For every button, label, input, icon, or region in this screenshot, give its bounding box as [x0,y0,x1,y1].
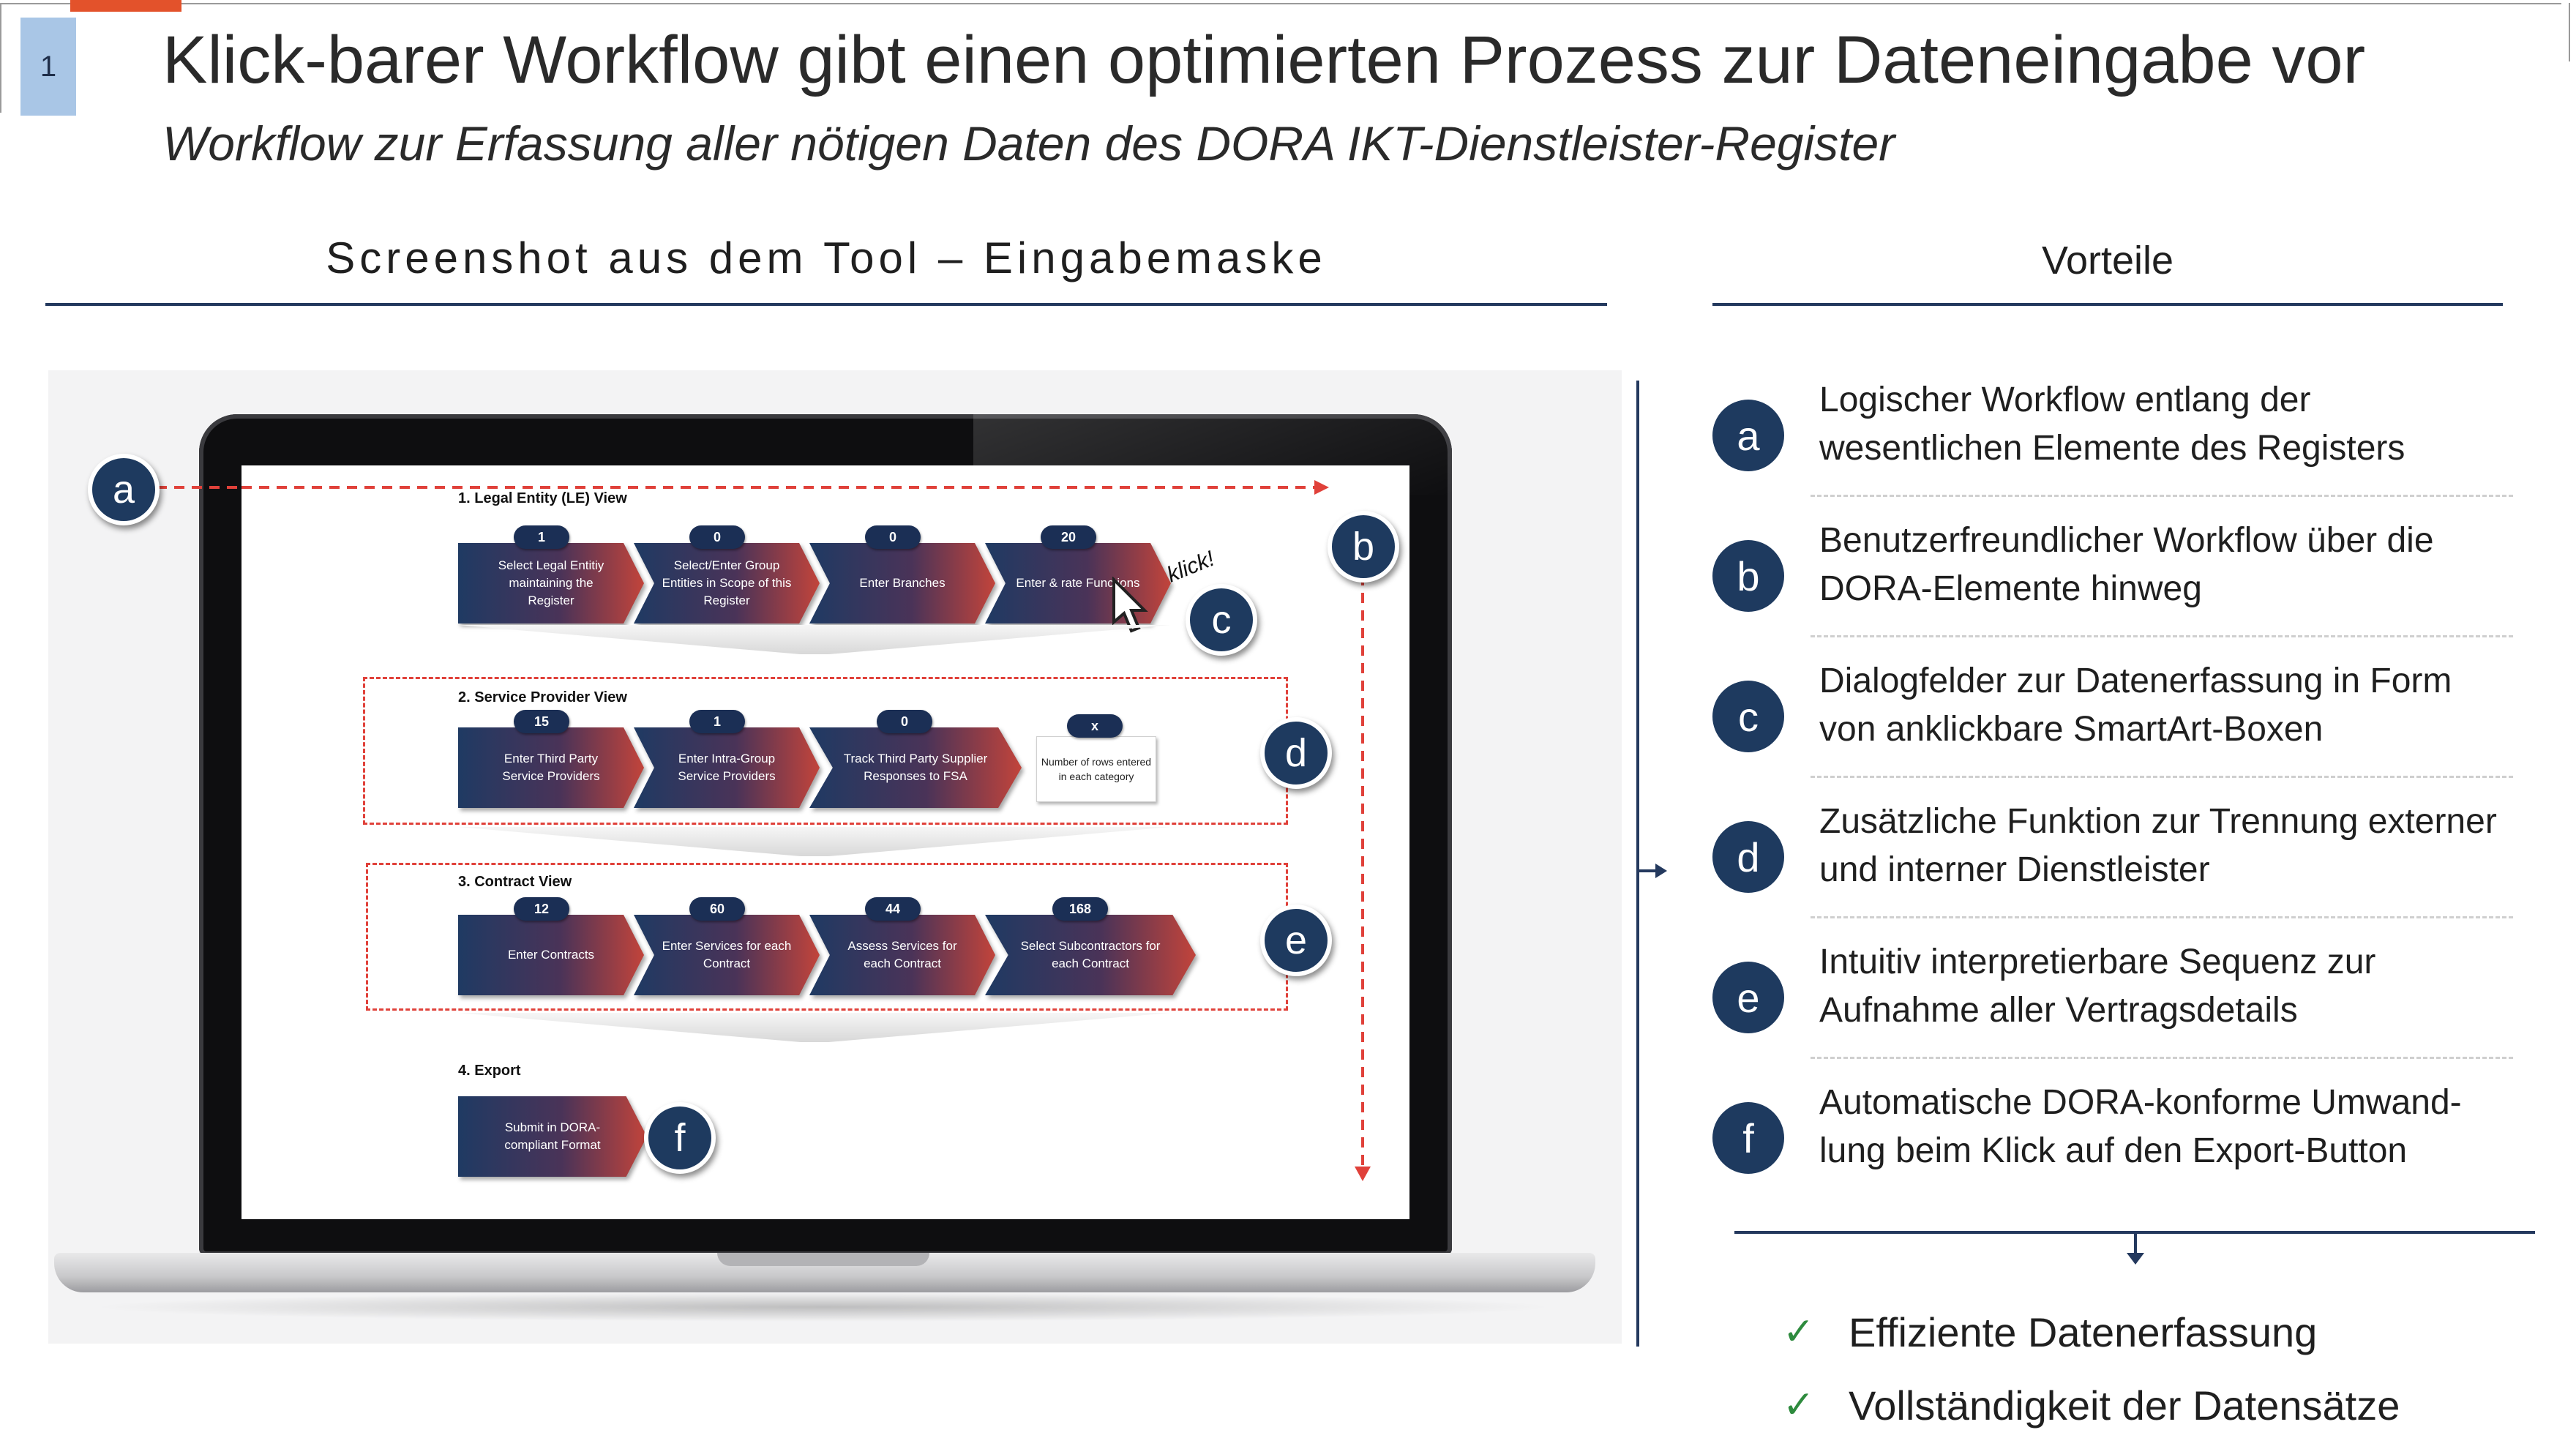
advantage-item-e: e Intuitiv interpretierbare Sequenz zur … [1712,928,2513,1068]
advantage-item-b: b Benutzerfreundlicher Workflow über die… [1712,506,2513,647]
count-badge: 168 [1052,897,1108,921]
tool-screen: 1. Legal Entity (LE) View Select Legal E… [242,465,1409,1219]
step-label: Enter & rate Functions [1016,576,1140,590]
marker-c: c [1186,584,1257,656]
advantage-text: Dialogfelder zur Datenerfassung in Form … [1819,662,2452,749]
count-badge: 44 [865,897,921,921]
accent-tab [70,0,181,12]
right-column-heading: Vorteile [2041,239,2174,282]
section-label-le-view: 1. Legal Entity (LE) View [458,490,627,506]
marker-a: a [88,454,160,525]
advantage-item-a: a Logischer Workflow entlang der wesentl… [1712,366,2513,506]
marker-b: b [1328,511,1399,583]
advantage-separator [1811,1057,2513,1059]
marker-e: e [1260,905,1332,976]
count-badge: 1 [514,525,569,549]
step-select-subcontractors[interactable]: Select Subcontractors for each Contract [985,915,1196,995]
down-arrow-icon [2127,1253,2144,1265]
count-badge: 1 [689,710,745,733]
laptop-notch [717,1253,929,1266]
section-label-contract-view: 3. Contract View [458,874,572,890]
slide-title: Klick-barer Workflow gibt einen optimier… [162,23,2366,97]
divider-arrow-stem [1638,869,1657,872]
count-badge: 0 [689,525,745,549]
step-label: Assess Services for each Contract [847,939,957,970]
right-heading-rule [1712,303,2503,306]
step-select-legal-entity[interactable]: Select Legal Entitiy maintaining the Reg… [458,543,644,624]
count-badge: 0 [865,525,921,549]
advantage-separator [1811,916,2513,918]
advantage-separator [1811,635,2513,637]
section-label-service-provider-view: 2. Service Provider View [458,689,627,705]
legend-badge: x [1067,714,1123,738]
advantage-marker: a [1712,400,1784,471]
step-label: Enter Services for each Contract [662,939,792,970]
benefit-text: Effiziente Datenerfassung [1849,1308,2318,1355]
page-number: 1 [20,18,76,116]
step-enter-third-party-providers[interactable]: Enter Third Party Service Providers [458,727,644,808]
flow-arrow-start [157,486,243,489]
laptop-shadow [88,1292,1559,1322]
advantage-item-c: c Dialogfelder zur Datenerfassung in For… [1712,647,2513,787]
advantage-text: Automatische DORA-konforme Umwand-lung b… [1819,1083,2462,1170]
advantage-text: Intuitiv interpretierbare Sequenz zur Au… [1819,943,2376,1030]
slide-right-border [2569,3,2570,61]
step-label: Track Third Party Supplier Responses to … [843,752,988,783]
step-track-supplier-responses[interactable]: Track Third Party Supplier Responses to … [809,727,1022,808]
count-badge: 20 [1041,525,1096,549]
advantage-text: Logischer Workflow entlang der wesentlic… [1819,381,2405,468]
step-enter-services[interactable]: Enter Services for each Contract [634,915,820,995]
mouse-cursor-icon [1112,577,1148,633]
step-label: Enter Contracts [507,948,595,962]
advantage-text: Benutzerfreundlicher Workflow über die D… [1819,521,2434,608]
benefit-item: ✓ Vollständigkeit der Datensätze [1783,1376,2400,1434]
summary-arrow-stem [2134,1234,2137,1256]
marker-d: d [1260,717,1332,789]
slide-top-border [0,0,2576,12]
step-label: Select Legal Entitiy maintaining the Reg… [498,558,604,607]
advantage-text: Zusätzliche Funktion zur Trennung extern… [1819,802,2497,889]
count-badge: 0 [877,710,932,733]
count-badge: 60 [689,897,745,921]
advantage-marker: e [1712,962,1784,1033]
advantage-marker: d [1712,821,1784,893]
export-button[interactable]: Submit in DORA-compliant Format [458,1096,647,1177]
marker-f: f [644,1102,716,1174]
step-enter-branches[interactable]: Enter Branches [809,543,995,624]
advantage-separator [1811,495,2513,497]
advantage-item-f: f Automatische DORA-konforme Umwand-lung… [1712,1068,2503,1209]
benefit-text: Vollständigkeit der Datensätze [1849,1382,2400,1429]
advantage-marker: f [1712,1102,1784,1174]
step-label: Enter Branches [859,576,946,590]
slide-subtitle: Workflow zur Erfassung aller nötigen Dat… [162,116,1895,171]
step-label: Select/Enter Group Entities in Scope of … [662,558,792,607]
step-enter-intra-group-providers[interactable]: Enter Intra-Group Service Providers [634,727,820,808]
benefit-item: ✓ Effiziente Datenerfassung [1783,1303,2317,1361]
left-column-heading: Screenshot aus dem Tool – Eingabemaske [326,233,1327,282]
step-enter-contracts[interactable]: Enter Contracts [458,915,644,995]
count-badge: 15 [514,710,569,733]
advantage-separator [1811,776,2513,778]
step-label: Submit in DORA-compliant Format [504,1120,601,1152]
section-label-export: 4. Export [458,1063,521,1079]
step-label: Enter Third Party Service Providers [502,752,600,783]
slide-left-border [0,3,1,113]
advantage-marker: c [1712,681,1784,752]
checkmark-icon: ✓ [1783,1310,1815,1354]
column-divider [1636,381,1639,1347]
advantage-item-d: d Zusätzliche Funktion zur Trennung exte… [1712,787,2513,928]
divider-arrow-icon [1655,864,1667,878]
summary-rule [1734,1231,2535,1234]
count-badge: 12 [514,897,569,921]
flow-arrows [242,480,1371,1181]
step-label: Select Subcontractors for each Contract [1020,939,1161,970]
left-heading-rule [45,303,1607,306]
step-label: Enter Intra-Group Service Providers [678,752,776,783]
checkmark-icon: ✓ [1783,1383,1815,1427]
advantage-marker: b [1712,540,1784,612]
step-assess-services[interactable]: Assess Services for each Contract [809,915,995,995]
step-select-group-entities[interactable]: Select/Enter Group Entities in Scope of … [634,543,820,624]
